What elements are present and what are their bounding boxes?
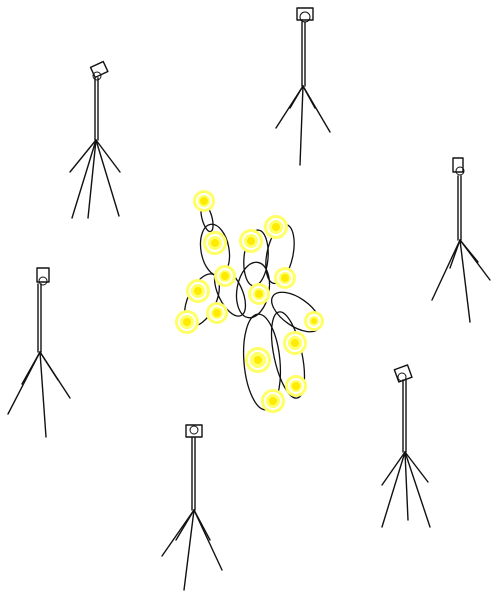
marker: [248, 283, 270, 305]
camera-tripod-3: [432, 158, 490, 322]
camera-tripod-1: [70, 62, 120, 218]
marker: [283, 331, 307, 355]
marker: [261, 389, 285, 413]
camera-tripod-2: [276, 8, 330, 165]
marker: [206, 302, 228, 324]
marker: [304, 311, 324, 331]
camera-icon: [37, 268, 49, 285]
camera-tripod-4: [8, 268, 70, 437]
markers: [175, 190, 324, 413]
marker: [175, 310, 199, 334]
camera-icon: [91, 62, 108, 80]
camera-icon: [186, 425, 202, 437]
marker: [214, 265, 236, 287]
marker: [274, 267, 296, 289]
marker: [264, 215, 288, 239]
camera-tripod-6: [382, 365, 430, 527]
camera-icon: [297, 8, 313, 22]
marker: [285, 375, 307, 397]
camera-icon: [453, 158, 464, 175]
camera-tripod-5: [162, 425, 222, 590]
marker: [186, 279, 210, 303]
marker: [203, 231, 227, 255]
marker: [245, 347, 271, 373]
marker: [239, 229, 263, 253]
marker: [193, 190, 215, 212]
